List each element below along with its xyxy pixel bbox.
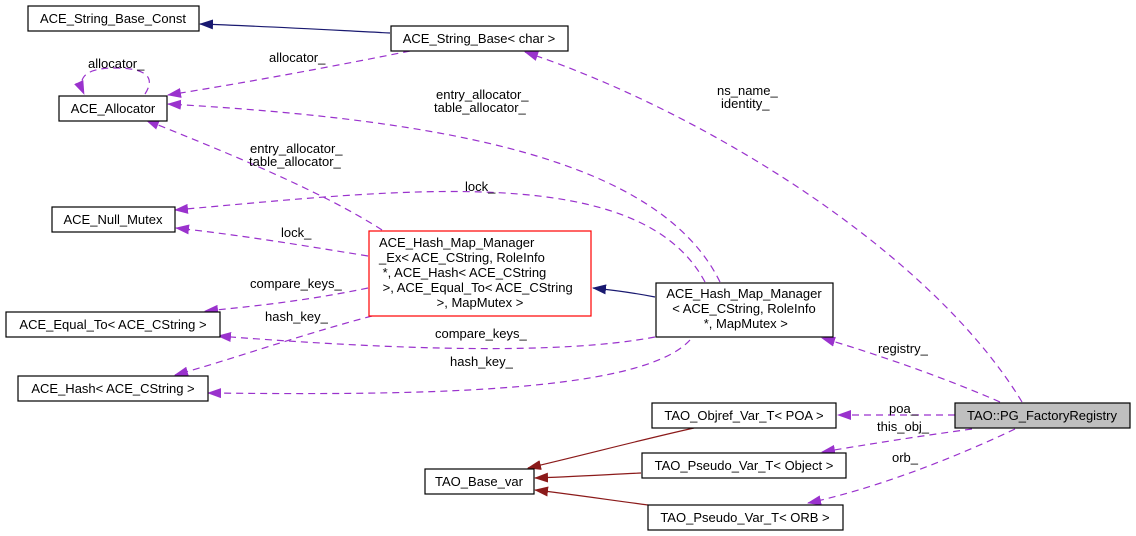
node-tao-base-var[interactable]: TAO_Base_var [424,468,535,495]
edge-hashmap-ex-hash [174,315,373,377]
node-ace-hash[interactable]: ACE_Hash< ACE_CString > [17,375,209,402]
node-ace-string-base-const[interactable]: ACE_String_Base_Const [27,5,200,32]
node-tao-pg-factory-registry[interactable]: TAO::PG_FactoryRegistry [954,402,1131,429]
label-identity: identity_ [721,96,770,111]
edge-inherit-pseudo-object [534,472,642,483]
edge-inherit-objref [527,427,695,470]
node-tao-pseudo-var-object[interactable]: TAO_Pseudo_Var_T< Object > [641,452,847,479]
node-ace-equal-to[interactable]: ACE_Equal_To< ACE_CString > [5,311,221,338]
node-label: ACE_String_Base< char > [403,31,555,46]
edge-registry-object [821,428,973,455]
node-label: ACE_Hash< ACE_CString > [31,381,194,396]
node-ace-hash-map-manager-ex[interactable]: ACE_Hash_Map_Manager _Ex< ACE_CString, R… [368,230,592,317]
node-label-line-3: *, ACE_Hash< ACE_CString [379,265,546,280]
edge-hashmap-ex-null-mutex [175,224,369,257]
node-ace-string-base-char[interactable]: ACE_String_Base< char > [390,25,569,52]
edge-inherit-hash-map [592,284,656,298]
edge-hashmap-ex-equal-to [204,287,369,315]
edge-registry-orb [807,428,1016,506]
label-ns-name: ns_name_ [717,83,778,98]
edge-hashmap-ex-allocator [145,119,383,231]
node-label-line-3: *, MapMutex > [700,316,788,331]
edge-hashmap-null-mutex [174,190,706,283]
node-label-line-5: >, MapMutex > [437,295,524,310]
node-label: TAO_Objref_Var_T< POA > [664,408,823,423]
node-label: ACE_Allocator [71,101,156,116]
label-entry-allocator-top: entry_allocator_ [436,87,529,102]
edge-hashmap-equal-to [217,332,656,350]
node-label: ACE_Null_Mutex [64,212,163,227]
node-label: TAO_Base_var [435,474,524,489]
node-label-line-2: < ACE_CString, RoleInfo [672,301,815,316]
label-table-allocator-mid: table_allocator_ [249,154,342,169]
label-this-obj: this_obj_ [877,419,930,434]
node-label: TAO::PG_FactoryRegistry [967,408,1118,423]
edges [74,19,1023,506]
node-label-line-1: ACE_Hash_Map_Manager [666,286,822,301]
edge-allocator-self [74,67,150,95]
label-entry-allocator-mid: entry_allocator_ [250,141,343,156]
label-lock-top: lock_ [465,179,496,194]
node-label: TAO_Pseudo_Var_T< Object > [655,458,834,473]
edge-registry-string-base [524,51,1023,403]
node-label: TAO_Pseudo_Var_T< ORB > [660,510,829,525]
nodes: ACE_String_Base_Const ACE_String_Base< c… [5,5,1131,531]
edge-inherit-string-base [199,19,391,34]
node-label: ACE_Equal_To< ACE_CString > [19,317,206,332]
node-ace-hash-map-manager[interactable]: ACE_Hash_Map_Manager < ACE_CString, Role… [655,282,834,338]
edge-string-base-allocator [167,50,411,98]
label-compare-keys-top: compare_keys_ [250,276,343,291]
label-hash-key-top: hash_key_ [265,309,329,324]
label-registry: registry_ [878,341,929,356]
edge-labels: allocator_ allocator_ ns_name_ identity_… [88,50,930,465]
label-lock-mid: lock_ [281,225,312,240]
label-orb: orb_ [892,450,919,465]
node-label-line-2: _Ex< ACE_CString, RoleInfo [378,250,545,265]
label-hash-key-bottom: hash_key_ [450,354,514,369]
label-table-allocator-top: table_allocator_ [434,100,527,115]
node-label: ACE_String_Base_Const [40,11,186,26]
node-label-line-4: >, ACE_Equal_To< ACE_CString [379,280,573,295]
label-compare-keys-bottom: compare_keys_ [435,326,528,341]
label-poa: poa_ [889,401,919,416]
node-ace-allocator[interactable]: ACE_Allocator [58,95,168,122]
label-allocator: allocator_ [269,50,326,65]
node-ace-null-mutex[interactable]: ACE_Null_Mutex [51,206,176,233]
node-label-line-1: ACE_Hash_Map_Manager [379,235,535,250]
node-tao-objref-var-poa[interactable]: TAO_Objref_Var_T< POA > [651,402,837,429]
node-tao-pseudo-var-orb[interactable]: TAO_Pseudo_Var_T< ORB > [647,504,844,531]
edge-inherit-pseudo-orb [534,486,649,506]
label-allocator-self: allocator_ [88,56,145,71]
edge-hashmap-hash [207,339,691,399]
